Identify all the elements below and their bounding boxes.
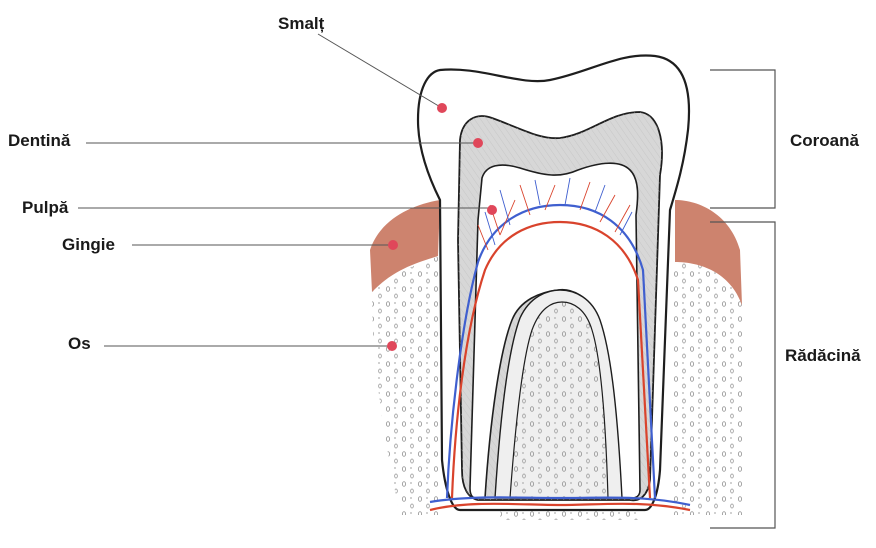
marker-dentin	[473, 138, 483, 148]
label-crown: Coroană	[790, 131, 859, 151]
marker-bone	[387, 341, 397, 351]
label-root: Rădăcină	[785, 346, 861, 366]
label-dentin: Dentină	[8, 131, 70, 151]
label-enamel: Smalț	[278, 14, 324, 34]
marker-enamel	[437, 103, 447, 113]
marker-pulp	[487, 205, 497, 215]
marker-gum	[388, 240, 398, 250]
label-gum: Gingie	[62, 235, 115, 255]
label-bone: Os	[68, 334, 91, 354]
label-pulp: Pulpă	[22, 198, 68, 218]
